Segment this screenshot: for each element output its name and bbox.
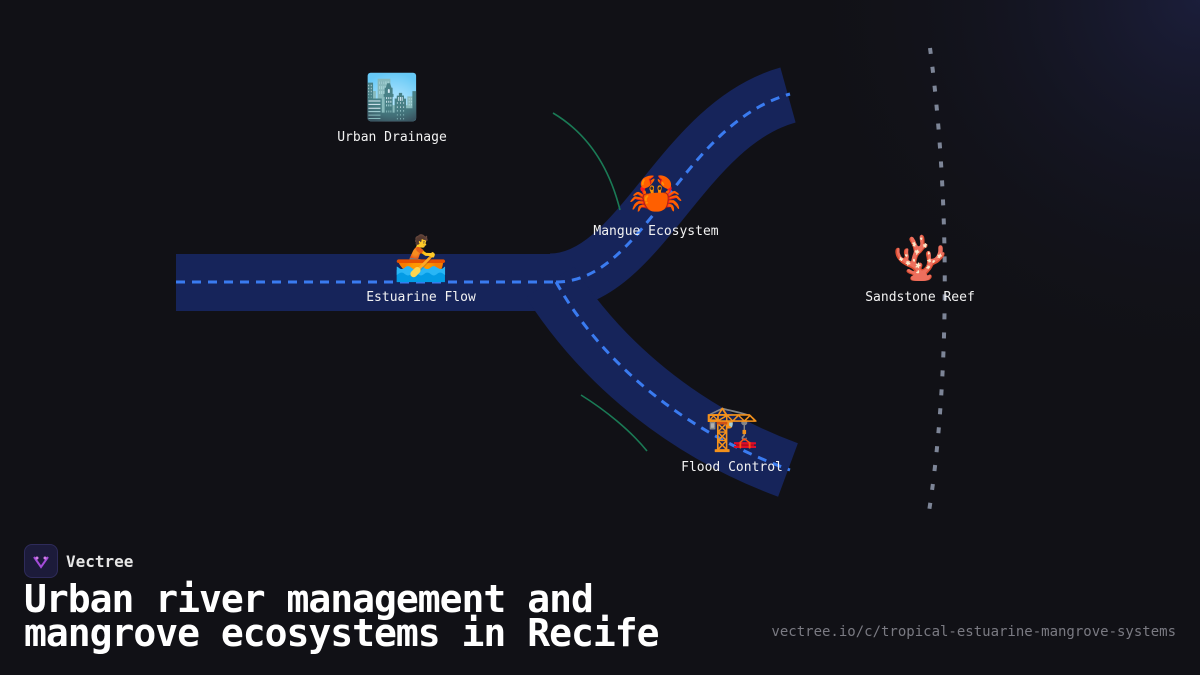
brand: Vectree: [24, 544, 133, 578]
mangrove-line-upper: [552, 112, 621, 211]
page-title-line-1: Urban river management and: [24, 577, 594, 621]
coral-icon: 🪸: [892, 233, 948, 284]
crane-icon: 🏗️: [704, 403, 760, 454]
cityscape-icon: 🏙️: [364, 72, 420, 123]
node-label-flood-control: Flood Control: [681, 460, 783, 475]
mangrove-line-lower: [580, 394, 648, 452]
source-url[interactable]: vectree.io/c/tropical-estuarine-mangrove…: [771, 624, 1176, 640]
vectree-logo-icon: [24, 544, 58, 578]
node-label-estuarine-flow: Estuarine Flow: [366, 290, 476, 305]
mangrove-lines: [552, 112, 648, 452]
rowboat-icon: 🚣: [393, 233, 449, 284]
page-title: Urban river management and mangrove ecos…: [24, 577, 724, 655]
flow-line-lower: [554, 281, 791, 472]
flow-line-upper: [555, 92, 791, 284]
crab-icon: 🦀: [628, 168, 684, 219]
background-glow: [600, 0, 1200, 560]
node-label-urban-drainage: Urban Drainage: [337, 130, 447, 145]
page-title-line-2: mangrove ecosystems in Recife: [24, 611, 659, 655]
node-label-sandstone-reef: Sandstone Reef: [865, 290, 975, 305]
node-label-mangue-ecosystem: Mangue Ecosystem: [593, 224, 719, 239]
flow-lines: [176, 92, 791, 472]
brand-name: Vectree: [66, 551, 134, 571]
